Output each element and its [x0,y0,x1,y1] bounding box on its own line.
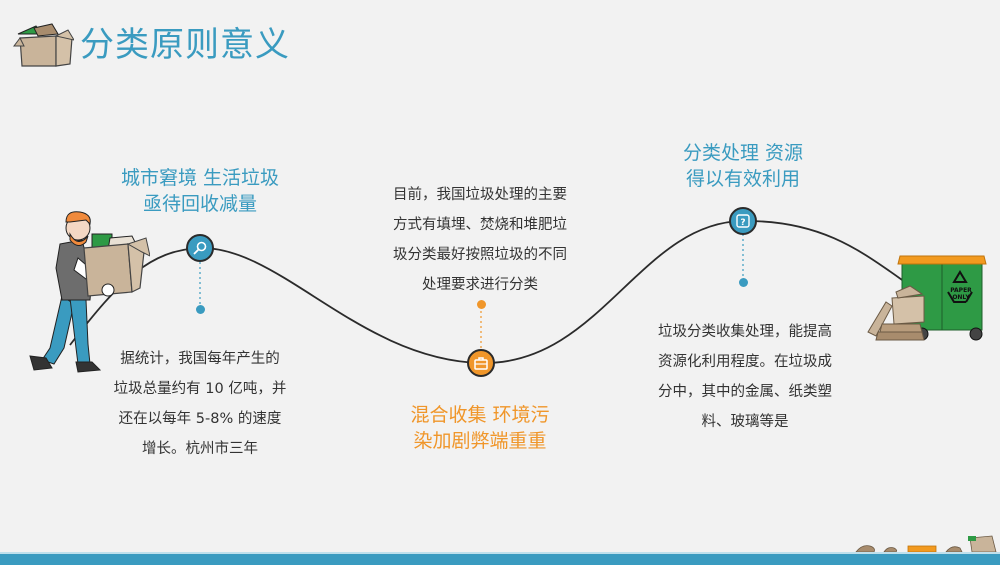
magnifier-icon [193,241,207,255]
question-icon: ? [736,214,750,228]
svg-text:?: ? [740,218,745,228]
timeline-node-1 [186,234,214,262]
footer-band [0,552,1000,565]
svg-text:PAPER: PAPER [950,287,972,294]
timeline-dot-3 [738,278,748,287]
timeline-node-3: ? [729,207,757,235]
timeline-body-3: 垃圾分类收集处理，能提高 资源化利用程度。在垃圾成 分中，其中的金属、纸类塑 料… [658,324,832,430]
svg-text:ONLY: ONLY [952,294,970,301]
timeline-heading-3: 分类处理 资源 得以有效利用 [682,142,804,190]
timeline-body-2: 目前，我国垃圾处理的主要 方式有填埋、焚烧和堆肥垃 圾分类最好按照垃圾的不同 处… [393,187,567,293]
timeline-body-1: 据统计，我国每年产生的 垃圾总量约有 10 亿吨，并 还在以每年 5-8% 的速… [113,351,287,457]
footer-decoration [850,530,1000,554]
timeline-heading-1: 城市窘境 生活垃圾 亟待回收减量 [120,167,280,215]
header-box-icon [12,22,74,68]
timeline-dot-2 [476,300,486,309]
man-carrying-box-illustration [20,208,150,376]
briefcase-icon [474,357,488,370]
page-title: 分类原则意义 [80,25,290,65]
recycling-bin-illustration: PAPER ONLY [862,252,1000,342]
timeline-node-2 [467,349,495,377]
timeline-heading-2: 混合收集 环境污 染加剧弊端重重 [410,404,550,452]
timeline-dot-1 [195,305,205,314]
